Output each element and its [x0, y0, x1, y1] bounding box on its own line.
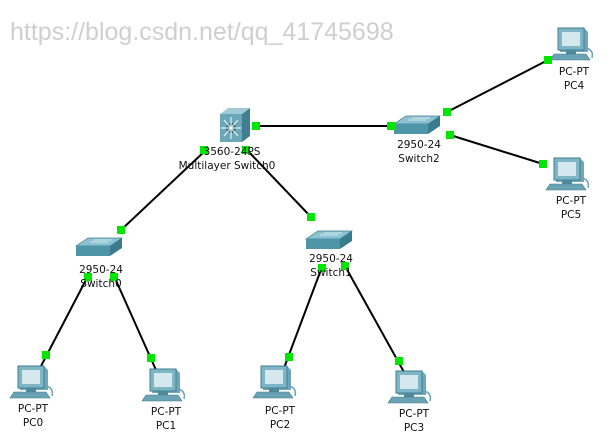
- device-pc2[interactable]: [252, 365, 297, 399]
- device-pc0[interactable]: [9, 365, 54, 399]
- link-mls0-switch1: [246, 149, 312, 218]
- link-switch2-pc5: [449, 134, 544, 165]
- device-pc5[interactable]: [545, 157, 590, 191]
- link-switch1-pc2: [283, 266, 323, 369]
- pc1-name: PC1: [156, 420, 176, 432]
- pc3-name: PC3: [404, 422, 424, 434]
- device-mls0[interactable]: [220, 108, 250, 142]
- switch0-name: Switch0: [80, 278, 121, 290]
- switch2-model: 2950-24: [397, 139, 441, 151]
- link-mls0-switch0: [120, 149, 207, 231]
- pc0-name: PC0: [23, 417, 43, 429]
- pc5-model: PC-PT: [556, 195, 587, 207]
- pc4-name: PC4: [564, 80, 585, 92]
- switch1-name: Switch1: [310, 267, 351, 279]
- mls0-name: Multilayer Switch0: [179, 160, 276, 172]
- pc3-model: PC-PT: [399, 408, 430, 420]
- device-pc1[interactable]: [141, 368, 186, 402]
- watermark: https://blog.csdn.net/qq_41745698: [10, 18, 394, 46]
- device-pc3[interactable]: [387, 370, 432, 404]
- device-switch1[interactable]: [305, 230, 353, 250]
- pc2-model: PC-PT: [265, 405, 296, 417]
- device-switch0[interactable]: [75, 237, 123, 257]
- port-indicators: [42, 56, 552, 365]
- pc5-name: PC5: [561, 209, 581, 221]
- device-pc4[interactable]: [549, 27, 594, 61]
- pc4-model: PC-PT: [559, 66, 590, 78]
- links: [39, 59, 549, 373]
- switch2-name: Switch2: [398, 153, 439, 165]
- pc0-model: PC-PT: [18, 403, 49, 415]
- link-switch2-pc4: [446, 59, 549, 113]
- mls0-model: 3560-24PS: [204, 146, 261, 158]
- switch1-model: 2950-24: [309, 253, 353, 265]
- pc1-model: PC-PT: [151, 406, 182, 418]
- switch0-model: 2950-24: [79, 264, 123, 276]
- device-switch2[interactable]: [393, 115, 441, 135]
- link-switch1-pc3: [344, 265, 405, 373]
- pc2-name: PC2: [270, 419, 290, 431]
